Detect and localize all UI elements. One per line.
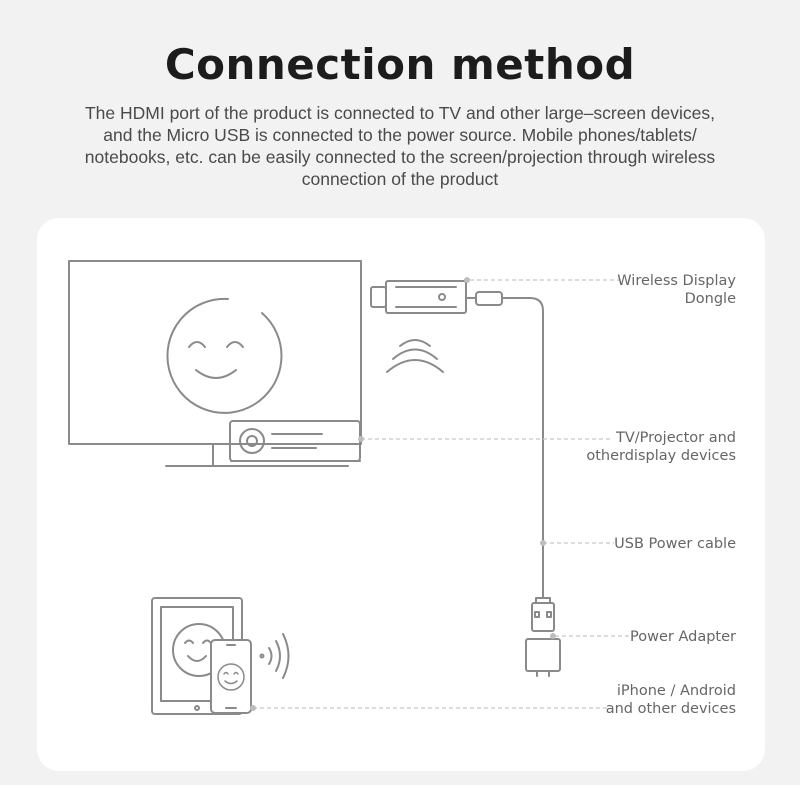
description-line: The HDMI port of the product is connecte… xyxy=(84,103,716,123)
diagram-card xyxy=(37,218,765,771)
label-tv-projector: TV/Projector and otherdisplay devices xyxy=(586,429,736,465)
phone-icon xyxy=(210,639,252,714)
label-usb-power-cable: USB Power cable xyxy=(614,535,736,553)
label-line: USB Power cable xyxy=(614,536,736,552)
description-line: and the Micro USB is connected to the po… xyxy=(103,125,697,145)
tv-icon xyxy=(68,260,362,467)
label-line: iPhone / Android xyxy=(616,683,736,699)
phone-wireless-signal-icon xyxy=(259,633,290,679)
label-line: Wireless Display xyxy=(617,273,736,289)
label-line: otherdisplay devices xyxy=(586,448,736,464)
leader-dots xyxy=(250,277,556,711)
label-line: Dongle xyxy=(684,291,736,307)
dongle-icon xyxy=(370,280,503,314)
usb-plug-icon xyxy=(531,597,555,632)
wireless-signal-icon xyxy=(386,339,444,373)
usb-power-cable xyxy=(501,297,544,599)
label-phone-devices: iPhone / Android and other devices xyxy=(606,682,736,718)
label-wireless-display-dongle: Wireless Display Dongle xyxy=(617,272,736,308)
label-line: TV/Projector and xyxy=(616,430,736,446)
description-line: notebooks, etc. can be easily connected … xyxy=(84,147,716,167)
projector-icon xyxy=(229,420,361,467)
leader-lines xyxy=(253,279,630,709)
description-line: connection of the product xyxy=(301,169,499,189)
power-adapter-icon xyxy=(525,638,561,677)
page-title: Connection method xyxy=(164,40,636,89)
label-line: and other devices xyxy=(605,701,736,717)
label-power-adapter: Power Adapter xyxy=(630,628,736,646)
label-line: Power Adapter xyxy=(630,629,736,645)
page-description: The HDMI port of the product is connecte… xyxy=(40,102,760,190)
